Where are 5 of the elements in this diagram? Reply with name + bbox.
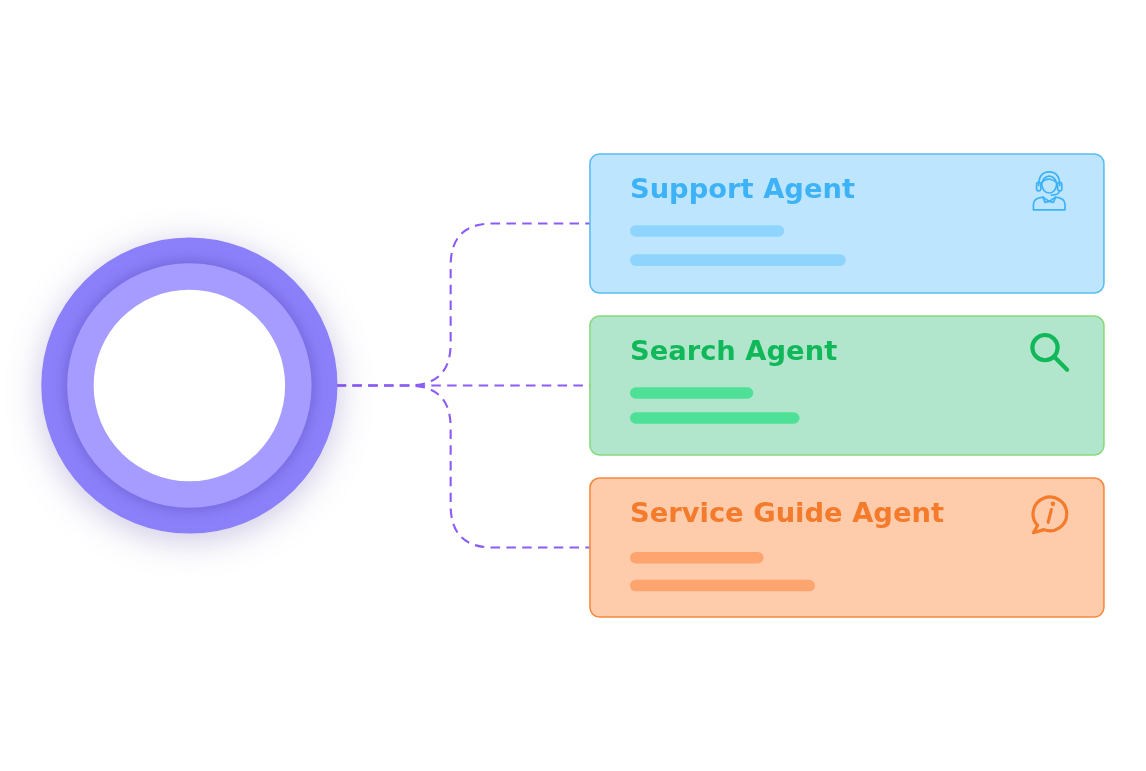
node-circle xyxy=(41,237,338,534)
node-box: Support Agent xyxy=(589,153,1105,294)
node-box: Service Guide Agent xyxy=(589,477,1105,618)
connector xyxy=(336,384,590,549)
node-box: Search Agent xyxy=(589,315,1105,456)
